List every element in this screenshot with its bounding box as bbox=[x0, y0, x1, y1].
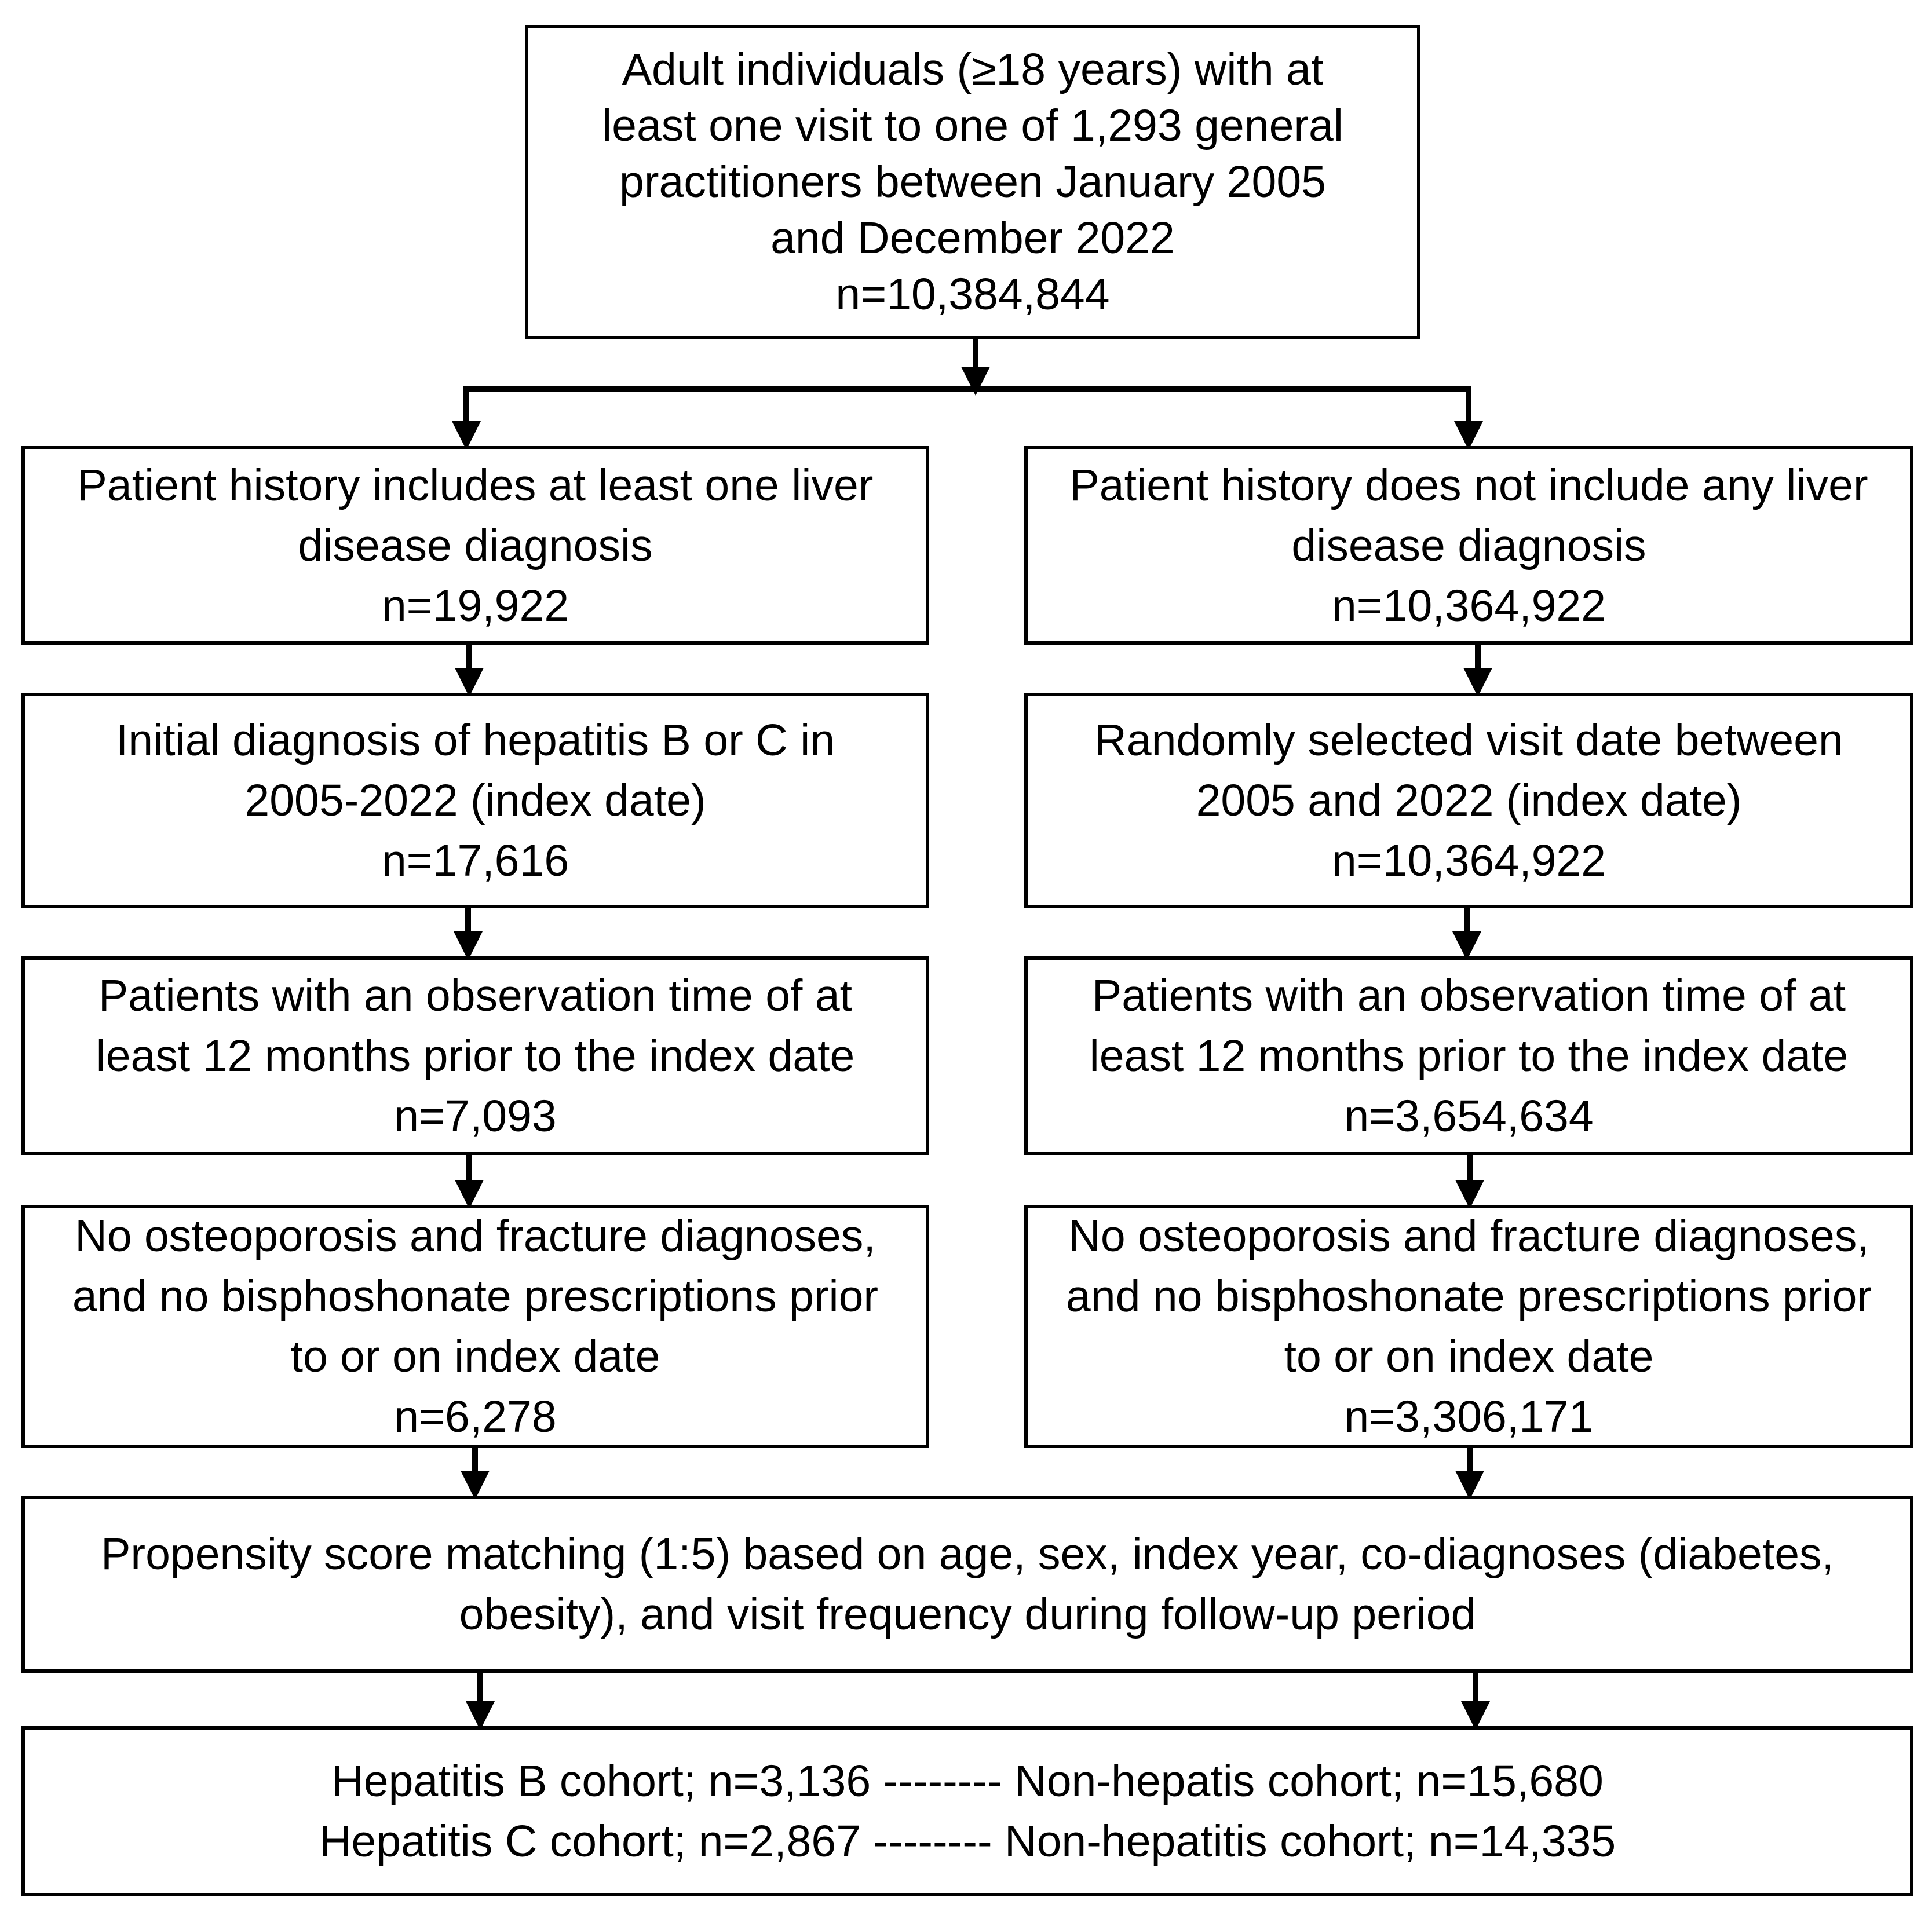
left-exclusion-line-1: No osteoporosis and fracture diagnoses, bbox=[75, 1211, 876, 1261]
left-observation-box: Patients with an observation time of at … bbox=[21, 956, 929, 1155]
hepatitis-index-date-box: Initial diagnosis of hepatitis B or C in… bbox=[21, 693, 929, 908]
right-observation-box: Patients with an observation time of at … bbox=[1024, 956, 1913, 1155]
liver-disease-count: n=19,922 bbox=[381, 580, 569, 631]
right-exclusion-box: No osteoporosis and fracture diagnoses, … bbox=[1024, 1205, 1913, 1448]
hepatitis-index-line-2: 2005-2022 (index date) bbox=[244, 776, 706, 825]
left-exclusion-line-2: and no bisphoshonate prescriptions prior bbox=[72, 1271, 879, 1321]
no-liver-disease-box: Patient history does not include any liv… bbox=[1024, 446, 1913, 645]
left-observation-line-1: Patients with an observation time of at bbox=[98, 970, 853, 1021]
random-index-date-box: Randomly selected visit date between 200… bbox=[1024, 693, 1913, 908]
propensity-matching-line-1: Propensity score matching (1:5) based on… bbox=[101, 1529, 1834, 1579]
random-index-line-2: 2005 and 2022 (index date) bbox=[1196, 776, 1742, 825]
liver-disease-line-1: Patient history includes at least one li… bbox=[77, 460, 874, 510]
no-liver-disease-count: n=10,364,922 bbox=[1331, 580, 1606, 631]
hepatitis-b-cohort-line: Hepatitis B cohort; n=3,136 -------- Non… bbox=[331, 1756, 1604, 1806]
left-exclusion-box: No osteoporosis and fracture diagnoses, … bbox=[21, 1205, 929, 1448]
source-population-line-1: Adult individuals (≥18 years) with at bbox=[622, 45, 1324, 94]
random-index-line-1: Randomly selected visit date between bbox=[1094, 715, 1843, 765]
source-population-line-3: practitioners between January 2005 bbox=[619, 157, 1326, 207]
right-observation-line-1: Patients with an observation time of at bbox=[1091, 970, 1846, 1021]
source-population-line-2: least one visit to one of 1,293 general bbox=[602, 101, 1343, 151]
propensity-matching-box: Propensity score matching (1:5) based on… bbox=[21, 1496, 1913, 1673]
hepatitis-index-line-1: Initial diagnosis of hepatitis B or C in bbox=[115, 715, 835, 765]
left-observation-line-2: least 12 months prior to the index date bbox=[96, 1030, 855, 1081]
left-observation-count: n=7,093 bbox=[394, 1091, 557, 1141]
source-population-line-4: and December 2022 bbox=[770, 213, 1175, 263]
liver-disease-line-2: disease diagnosis bbox=[298, 520, 653, 571]
right-exclusion-count: n=3,306,171 bbox=[1344, 1392, 1594, 1442]
propensity-matching-line-2: obesity), and visit frequency during fol… bbox=[459, 1589, 1476, 1639]
source-population-box: Adult individuals (≥18 years) with at le… bbox=[525, 25, 1420, 339]
right-observation-line-2: least 12 months prior to the index date bbox=[1089, 1030, 1849, 1081]
hepatitis-c-cohort-line: Hepatitis C cohort; n=2,867 -------- Non… bbox=[319, 1816, 1616, 1866]
liver-disease-box: Patient history includes at least one li… bbox=[21, 446, 929, 645]
right-observation-count: n=3,654,634 bbox=[1344, 1091, 1594, 1141]
right-exclusion-line-2: and no bisphoshonate prescriptions prior bbox=[1065, 1271, 1872, 1321]
left-exclusion-line-3: to or on index date bbox=[290, 1332, 660, 1381]
random-index-count: n=10,364,922 bbox=[1331, 836, 1606, 886]
right-exclusion-line-3: to or on index date bbox=[1284, 1332, 1654, 1381]
no-liver-disease-line-2: disease diagnosis bbox=[1291, 520, 1646, 571]
no-liver-disease-line-1: Patient history does not include any liv… bbox=[1069, 460, 1868, 510]
source-population-count: n=10,384,844 bbox=[835, 269, 1110, 319]
hepatitis-index-count: n=17,616 bbox=[381, 836, 569, 886]
cohorts-box: Hepatitis B cohort; n=3,136 -------- Non… bbox=[21, 1726, 1913, 1896]
left-exclusion-count: n=6,278 bbox=[394, 1392, 557, 1442]
right-exclusion-line-1: No osteoporosis and fracture diagnoses, bbox=[1068, 1211, 1869, 1261]
